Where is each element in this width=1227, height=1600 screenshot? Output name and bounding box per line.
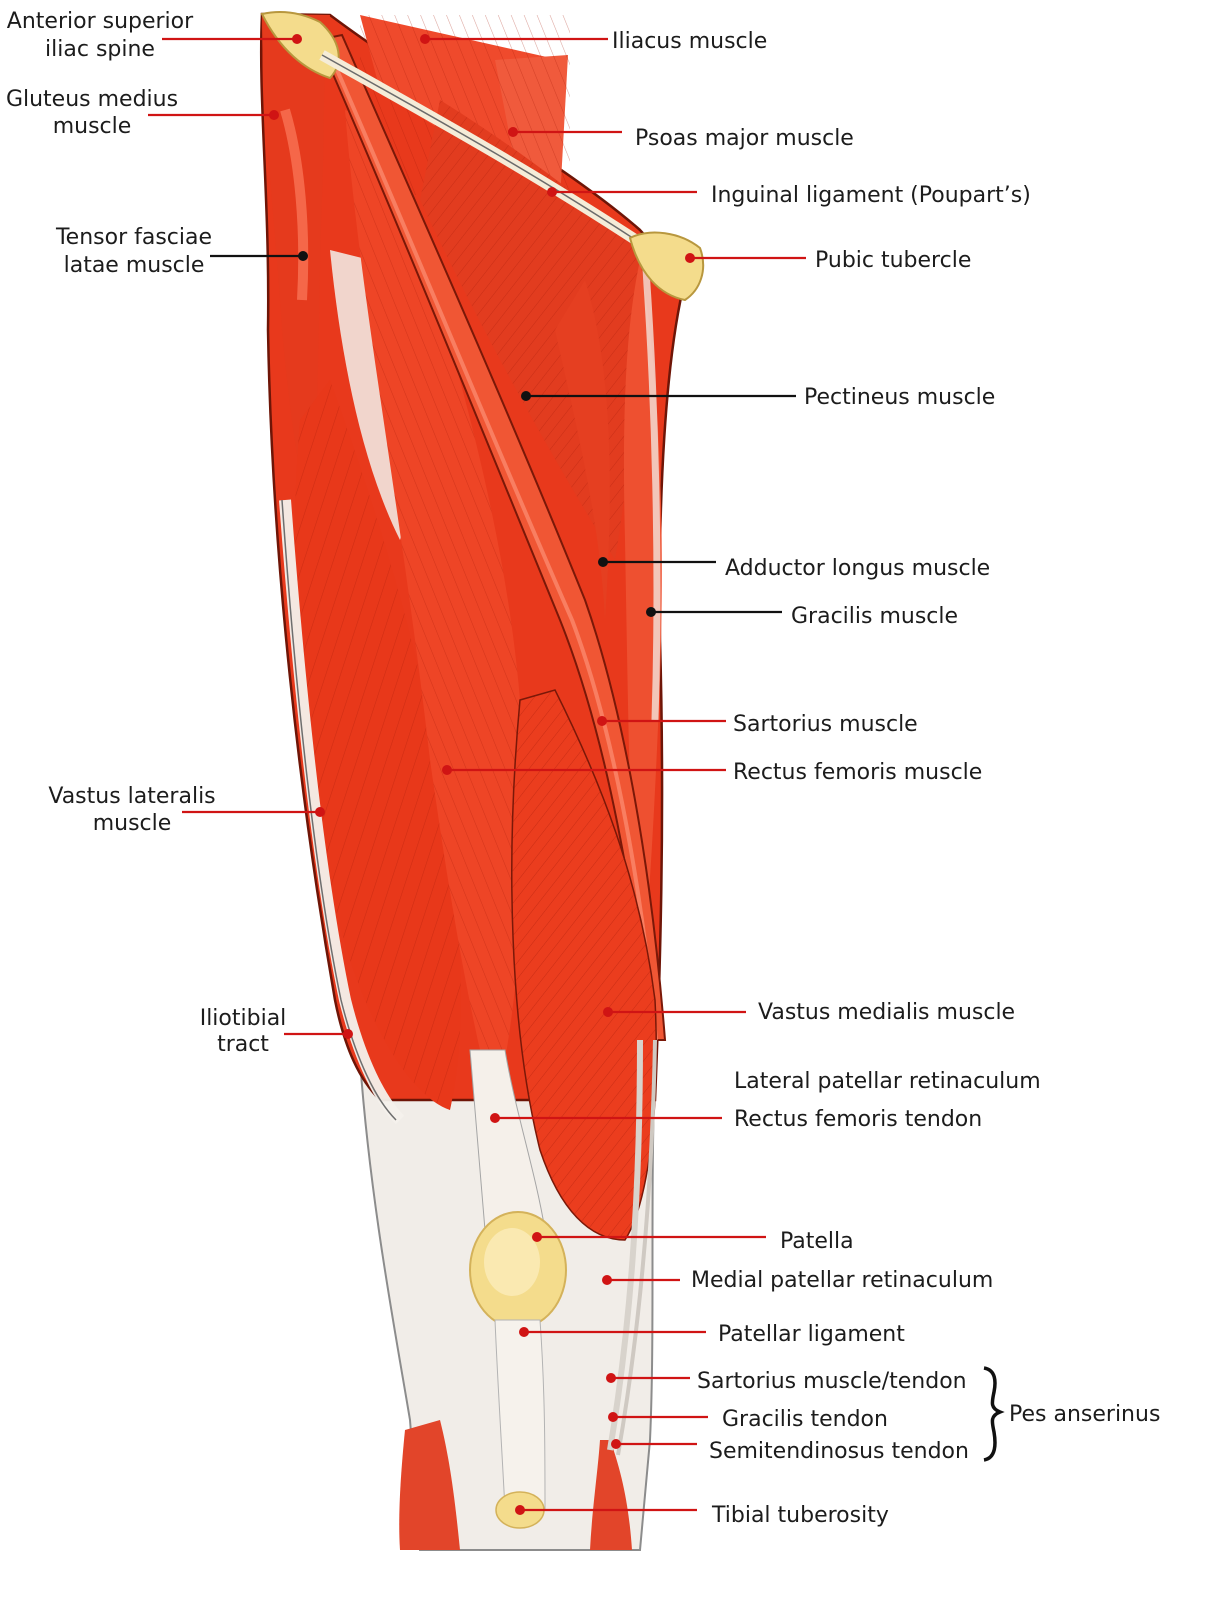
pes-anserinus-brace — [983, 1366, 1005, 1462]
gracilis-tendon-strip — [642, 269, 661, 721]
dot-rectus-femoris-tendon — [490, 1113, 500, 1123]
dot-pectineus — [521, 391, 531, 401]
dot-vastus-medialis — [603, 1007, 613, 1017]
label-patellar-ligament: Patellar ligament — [718, 1322, 905, 1347]
label-medial-patellar-retinaculum: Medial patellar retinaculum — [691, 1268, 993, 1293]
dot-medial-retinaculum — [602, 1275, 612, 1285]
dot-gluteus-medius — [269, 110, 279, 120]
thigh-illustration — [259, 11, 705, 1551]
label-sartorius-tendon: Sartorius muscle/tendon — [697, 1369, 967, 1394]
dot-iliacus — [420, 34, 430, 44]
dot-patellar-ligament — [519, 1327, 529, 1337]
label-gracilis-tendon: Gracilis tendon — [722, 1407, 888, 1432]
label-inguinal-ligament: Inguinal ligament (Poupart’s) — [711, 183, 1031, 208]
pes-anserinus-tendons — [607, 1039, 643, 1451]
tensor-fasciae-latae-shape — [262, 14, 330, 520]
dot-tfl — [298, 251, 308, 261]
dot-adductor-longus — [598, 557, 608, 567]
dot-gracilis — [646, 607, 656, 617]
label-sartorius: Sartorius muscle — [733, 712, 918, 737]
iliotibial-tract-shape — [279, 499, 405, 1125]
label-gracilis: Gracilis muscle — [791, 604, 958, 629]
dot-pubic — [685, 253, 695, 263]
iliac-crest-shape — [260, 11, 340, 80]
dot-rectus-femoris — [442, 765, 452, 775]
dot-asis — [292, 34, 302, 44]
label-pubic-tubercle: Pubic tubercle — [815, 248, 971, 273]
adductor-longus-shape — [555, 280, 610, 620]
dot-iliotibial-tract — [343, 1029, 353, 1039]
sartorius-shape — [316, 33, 667, 1041]
tfl-highlight — [280, 108, 309, 301]
label-iliacus: Iliacus muscle — [612, 29, 767, 54]
label-rectus-femoris: Rectus femoris muscle — [733, 760, 982, 785]
label-pectineus: Pectineus muscle — [804, 385, 995, 410]
dot-vastus-lateralis — [315, 807, 325, 817]
gastrocnemius-muscle — [590, 1440, 632, 1550]
dot-sartorius — [597, 716, 607, 726]
label-rectus-femoris-tendon: Rectus femoris tendon — [734, 1107, 982, 1132]
dot-gracilis-tendon — [608, 1412, 618, 1422]
dot-tibial-tuberosity — [515, 1505, 525, 1515]
label-lateral-patellar-retinaculum: Lateral patellar retinaculum — [734, 1069, 1041, 1094]
label-patella: Patella — [780, 1229, 854, 1254]
label-pes-anserinus: Pes anserinus — [1009, 1402, 1160, 1427]
dot-patella — [532, 1232, 542, 1242]
lateral-fascia — [330, 250, 410, 540]
pubic-tubercle-shape — [628, 231, 705, 302]
label-tibial-tuberosity: Tibial tuberosity — [711, 1503, 889, 1528]
leader-lines — [148, 34, 806, 1515]
label-semitendinosus-tendon: Semitendinosus tendon — [709, 1439, 969, 1464]
dot-sartorius-tendon — [606, 1373, 616, 1383]
label-psoas-major: Psoas major muscle — [635, 126, 854, 151]
dot-inguinal — [547, 187, 557, 197]
dot-psoas — [508, 127, 518, 137]
tibialis-muscle — [399, 1420, 460, 1550]
label-adductor-longus: Adductor longus muscle — [725, 556, 990, 581]
label-vastus-medialis: Vastus medialis muscle — [758, 1000, 1015, 1025]
dot-semitendinosus-tendon — [611, 1439, 621, 1449]
